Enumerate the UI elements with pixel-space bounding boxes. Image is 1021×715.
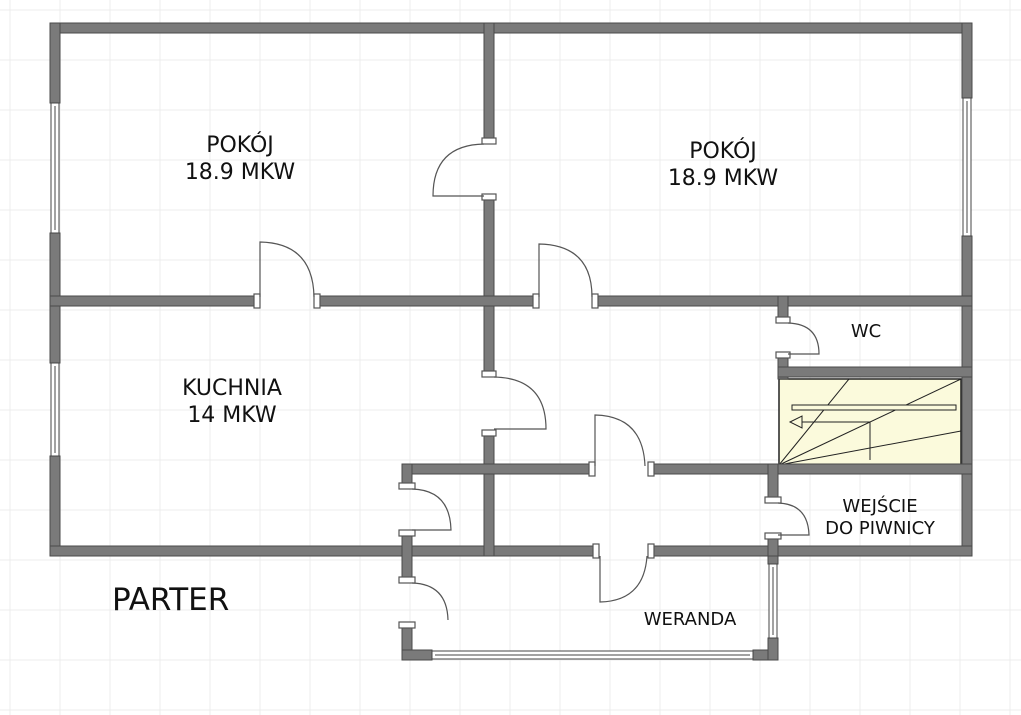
walls [49,22,973,661]
room-label-wejscie: WEJŚCIE DO PIWNICY [810,496,950,540]
room-area: 18.9 MKW [184,159,296,185]
room-area: 14 MKW [187,402,277,428]
room-name: WEJŚCIE [842,496,918,517]
windows [50,97,972,660]
room-label-wc: WC [836,321,896,343]
room-name: KUCHNIA [182,376,282,401]
room-name: POKÓJ [689,139,757,164]
room-label-pokoj-1: POKÓJ 18.9 MKW [160,133,320,187]
stairs [778,378,962,466]
room-name: POKÓJ [206,133,274,158]
room-name: WC [850,321,882,342]
room-name-line2: DO PIWNICY [825,517,935,539]
floor-title: PARTER [112,582,230,618]
room-area: 18.9 MKW [667,165,779,191]
room-label-kuchnia: KUCHNIA 14 MKW [152,376,312,430]
doors [253,137,820,629]
room-label-weranda: WERANDA [630,609,750,631]
room-label-pokoj-2: POKÓJ 18.9 MKW [643,139,803,193]
room-name: WERANDA [643,609,737,630]
